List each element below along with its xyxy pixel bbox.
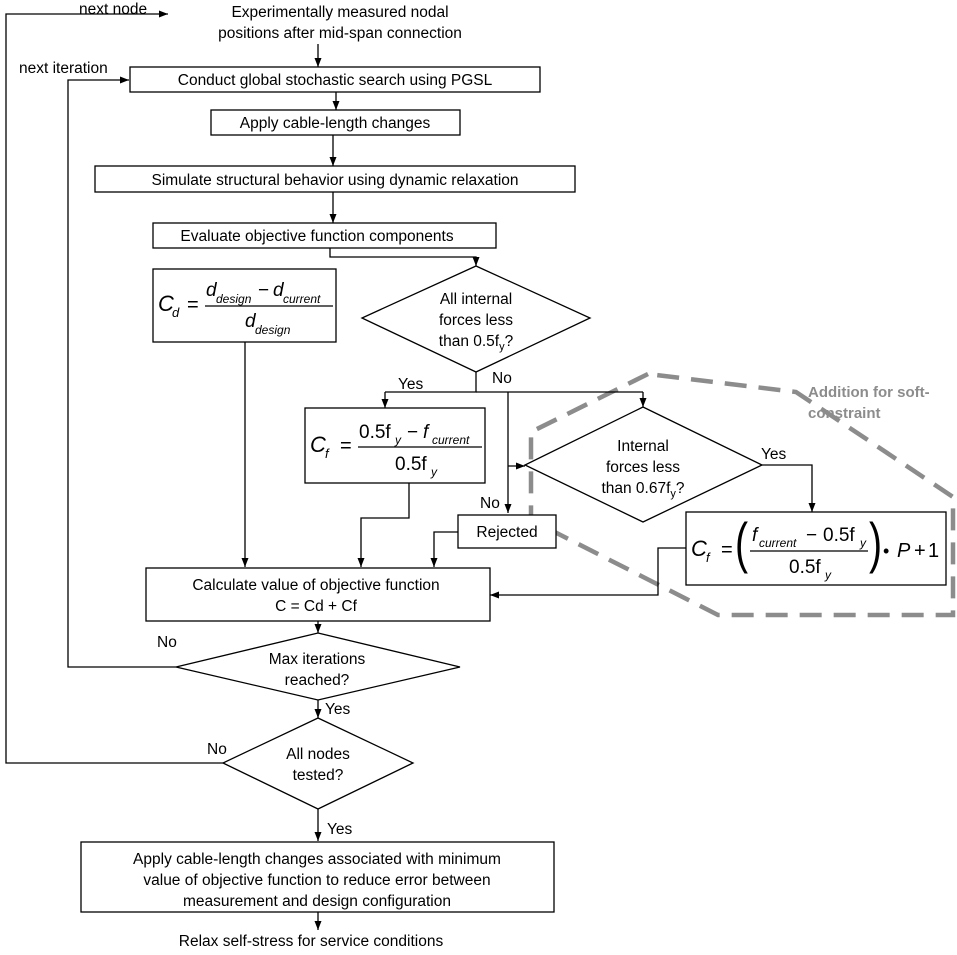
svg-text:current: current — [759, 536, 797, 550]
pgsl-text: Conduct global stochastic search using P… — [178, 72, 493, 89]
all-nodes-no-label: No — [207, 741, 227, 758]
simulate-text: Simulate structural behavior using dynam… — [151, 172, 518, 189]
svg-text:•: • — [883, 541, 889, 561]
decision1-no-label: No — [492, 370, 512, 387]
svg-text:−: − — [258, 280, 269, 301]
decision2-no-label: No — [480, 495, 500, 512]
svg-text:−: − — [407, 422, 418, 443]
calculate-text-line2: C = Cd + Cf — [275, 598, 358, 615]
next-node-label: next node — [79, 1, 147, 18]
svg-text:=: = — [340, 435, 352, 457]
max-iterations-yes-label: Yes — [325, 701, 351, 718]
svg-text:f: f — [325, 446, 330, 461]
svg-text:1: 1 — [928, 540, 939, 562]
svg-text:current: current — [432, 433, 470, 447]
pgsl-box — [129, 66, 541, 93]
cd-formula: C d = d design − d current d design — [158, 280, 333, 337]
calculate-box — [145, 567, 491, 622]
soft-constraint-label-line2: constraint — [808, 405, 881, 422]
final-text-line2: value of objective function to reduce er… — [143, 872, 490, 889]
evaluate-box — [152, 222, 497, 249]
svg-text:P: P — [897, 540, 911, 562]
svg-text:): ) — [869, 512, 882, 575]
final-box — [80, 841, 555, 913]
svg-text:y: y — [859, 536, 867, 550]
soft-forces-line2: forces less — [606, 459, 680, 476]
svg-text:d: d — [206, 280, 218, 301]
internal-forces-line1: All internal — [440, 291, 512, 308]
max-iterations-line1: Max iterations — [269, 651, 366, 668]
svg-text:0.5f: 0.5f — [359, 422, 391, 443]
soft-constraint-region — [528, 371, 956, 618]
max-iterations-no-label: No — [157, 634, 177, 651]
svg-text:current: current — [283, 292, 321, 306]
soft-forces-decision — [523, 406, 764, 523]
cf-soft-formula: C f = ( f current − 0.5f y 0.5f y ) • P … — [691, 512, 939, 582]
svg-text:f: f — [423, 422, 430, 443]
svg-text:f: f — [752, 525, 759, 546]
svg-text:y: y — [394, 433, 402, 447]
svg-text:design: design — [255, 323, 291, 337]
start-text-line1: Experimentally measured nodal — [231, 4, 448, 21]
internal-forces-line2: forces less — [439, 312, 513, 329]
start-text-line2: positions after mid-span connection — [218, 25, 462, 42]
apply-cable-box — [210, 109, 461, 136]
end-text: Relax self-stress for service conditions — [179, 933, 444, 950]
svg-text:0.5f: 0.5f — [823, 525, 855, 546]
svg-text:y: y — [824, 568, 832, 582]
svg-text:d: d — [172, 305, 180, 320]
internal-forces-decision — [360, 265, 592, 373]
svg-text:=: = — [187, 294, 199, 316]
apply-cable-text: Apply cable-length changes — [240, 115, 431, 132]
rejected-box — [457, 514, 557, 549]
svg-text:C: C — [310, 432, 326, 457]
final-text-line3: measurement and design configuration — [183, 893, 451, 910]
soft-constraint-label-line1: Addition for soft- — [808, 384, 930, 401]
soft-forces-line3: than 0.67fy? — [601, 480, 684, 500]
all-nodes-line1: All nodes — [286, 746, 350, 763]
max-iterations-line2: reached? — [285, 672, 350, 689]
svg-text:(: ( — [735, 512, 748, 575]
cf-soft-formula-box — [685, 511, 947, 586]
svg-text:0.5f: 0.5f — [395, 454, 427, 475]
connectors — [5, 10, 816, 930]
decision2-yes-label: Yes — [761, 446, 787, 463]
svg-text:f: f — [706, 550, 711, 565]
svg-text:d: d — [273, 280, 285, 301]
svg-text:design: design — [216, 292, 252, 306]
internal-forces-line3: than 0.5fy? — [439, 333, 514, 353]
final-text-line1: Apply cable-length changes associated wi… — [133, 851, 501, 868]
calculate-text-line1: Calculate value of objective function — [192, 577, 439, 594]
all-nodes-yes-label: Yes — [327, 821, 353, 838]
svg-text:−: − — [806, 525, 817, 546]
soft-forces-line1: Internal — [617, 438, 669, 455]
svg-text:C: C — [691, 536, 707, 561]
evaluate-text: Evaluate objective function components — [180, 228, 453, 245]
next-iteration-label: next iteration — [19, 60, 108, 77]
svg-text:=: = — [721, 539, 733, 561]
all-nodes-line2: tested? — [293, 767, 344, 784]
simulate-box — [94, 165, 576, 193]
cf-formula: C f = 0.5f y − f current 0.5f y — [310, 422, 482, 479]
svg-text:+: + — [914, 540, 926, 562]
svg-text:0.5f: 0.5f — [789, 557, 821, 578]
max-iterations-decision — [175, 632, 461, 701]
svg-text:y: y — [430, 465, 438, 479]
all-nodes-decision — [221, 717, 415, 810]
svg-text:d: d — [245, 311, 257, 332]
rejected-text: Rejected — [476, 524, 537, 541]
svg-text:C: C — [158, 291, 174, 316]
cf-formula-box — [304, 407, 486, 484]
decision1-yes-label: Yes — [398, 376, 424, 393]
